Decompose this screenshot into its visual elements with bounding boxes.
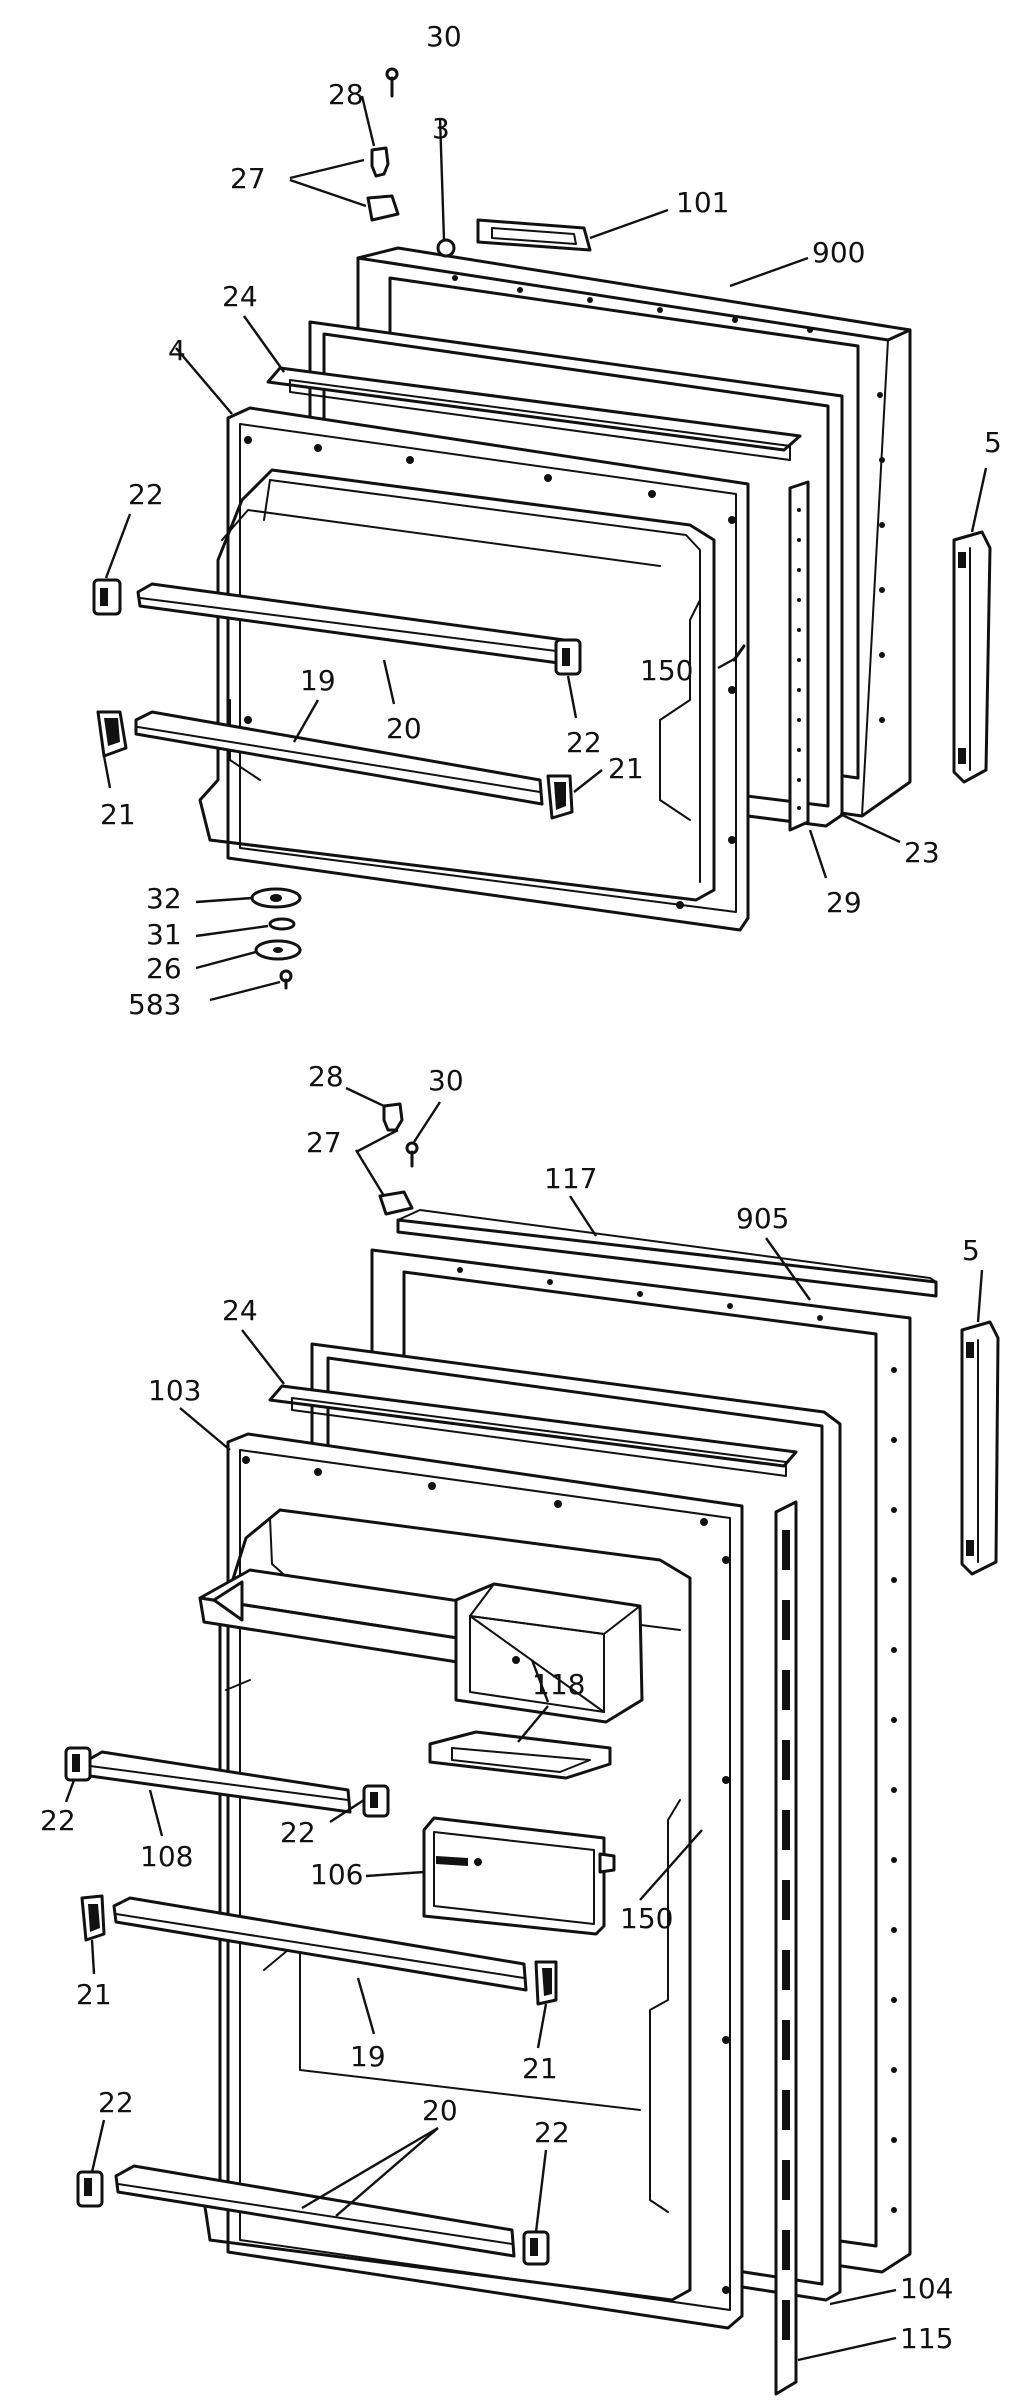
label-19-upper: 19 <box>300 664 336 697</box>
label-106-lower: 106 <box>310 1858 363 1891</box>
label-5-upper: 5 <box>984 426 1002 459</box>
label-108-lower: 108 <box>140 1840 193 1873</box>
label-28-lower: 28 <box>308 1060 344 1093</box>
label-4-upper: 4 <box>168 334 186 367</box>
label-118-lower: 118 <box>532 1668 585 1701</box>
butter-compartment-118 <box>454 1582 644 1724</box>
label-22a-lower: 22 <box>40 1804 76 1837</box>
breaker-strip-24-lower <box>268 1384 798 1477</box>
label-22a-upper: 22 <box>128 478 164 511</box>
dairy-door-106 <box>422 1816 616 1936</box>
door-handle-5-lower <box>960 1320 1000 1576</box>
shelf-clip-22-lower-b <box>362 1784 390 1818</box>
shelf-bar-19-lower <box>112 1896 528 1992</box>
hinge-washer-32 <box>250 887 302 909</box>
screw-30-lower <box>405 1141 419 1168</box>
end-cap-21-lower-right <box>534 1960 558 2006</box>
hinge-bushing-26 <box>254 939 302 961</box>
shelf-bar-20-lower <box>114 2164 516 2258</box>
liner-tub <box>198 468 716 902</box>
label-26-upper: 26 <box>146 952 182 985</box>
label-29-upper: 29 <box>826 886 862 919</box>
label-21b-lower: 21 <box>522 2052 558 2085</box>
hinge-pin-28-lower <box>382 1102 404 1132</box>
label-19-lower: 19 <box>350 2040 386 2073</box>
label-32-upper: 32 <box>146 882 182 915</box>
label-104-lower: 104 <box>900 2272 953 2305</box>
butter-tray-118 <box>428 1730 612 1780</box>
label-115-lower: 115 <box>900 2322 953 2355</box>
label-22c-lower: 22 <box>98 2086 134 2119</box>
inner-door-liner-4 <box>226 406 750 932</box>
label-900-upper: 900 <box>812 236 865 269</box>
label-20-lower: 20 <box>422 2094 458 2127</box>
label-22b-upper: 22 <box>566 726 602 759</box>
lower-leader-lines <box>64 1086 984 2362</box>
label-905-lower: 905 <box>736 1202 789 1235</box>
label-24-lower: 24 <box>222 1294 258 1327</box>
label-21a-upper: 21 <box>608 752 644 785</box>
shelf-clip-22-lower-a <box>64 1746 92 1782</box>
label-27-lower: 27 <box>306 1126 342 1159</box>
hinge-shim-31 <box>268 917 296 931</box>
breaker-strip-24 <box>266 366 802 461</box>
end-cap-21-right <box>546 774 574 820</box>
vertical-strip-29 <box>788 480 810 832</box>
label-21b-upper: 21 <box>100 798 136 831</box>
lower-door-assembly: 28 30 27 117 905 5 24 103 118 22 108 22 … <box>40 1060 1000 2396</box>
label-21a-lower: 21 <box>76 1978 112 2011</box>
label-31-upper: 31 <box>146 918 182 951</box>
screw-3 <box>436 238 456 258</box>
screw-583 <box>279 969 293 990</box>
shelf-bar-19 <box>134 710 544 806</box>
label-30-lower: 30 <box>428 1064 464 1097</box>
label-583-upper: 583 <box>128 988 181 1021</box>
end-cap-21-left <box>96 710 128 758</box>
label-22b-lower: 22 <box>280 1816 316 1849</box>
end-cap-21-lower-left <box>80 1894 106 1942</box>
label-3-upper: 3 <box>432 112 450 145</box>
label-22d-lower: 22 <box>534 2116 570 2149</box>
label-20-upper: 20 <box>386 712 422 745</box>
shelf-clip-22-right <box>554 638 582 676</box>
label-23-upper: 23 <box>904 836 940 869</box>
hinge-plate-27 <box>366 194 400 222</box>
label-27-upper: 27 <box>230 162 266 195</box>
top-bracket-101 <box>476 218 592 252</box>
top-trim-117 <box>396 1209 938 1298</box>
label-150-lower: 150 <box>620 1902 673 1935</box>
shelf-clip-22-lower-d <box>522 2230 550 2266</box>
shelf-clip-22-left <box>92 578 122 616</box>
label-150-upper: 150 <box>640 654 693 687</box>
screw-30 <box>385 67 399 98</box>
label-5-lower: 5 <box>962 1234 980 1267</box>
door-handle-5 <box>952 530 992 784</box>
label-28-upper: 28 <box>328 78 364 111</box>
upper-leader-lines <box>102 95 988 1002</box>
upper-door-assembly: 30 28 3 27 101 900 24 4 5 22 150 22 19 2… <box>92 20 1002 1021</box>
label-24-upper: 24 <box>222 280 258 313</box>
label-30-upper: 30 <box>426 20 462 53</box>
hinge-pin-28 <box>370 146 390 178</box>
label-103-lower: 103 <box>148 1374 201 1407</box>
shelf-clip-22-lower-c <box>76 2170 104 2208</box>
label-101-upper: 101 <box>676 186 729 219</box>
vertical-strip-115 <box>774 1500 798 2396</box>
label-117-lower: 117 <box>544 1162 597 1195</box>
hinge-plate-27-lower <box>378 1190 414 1216</box>
